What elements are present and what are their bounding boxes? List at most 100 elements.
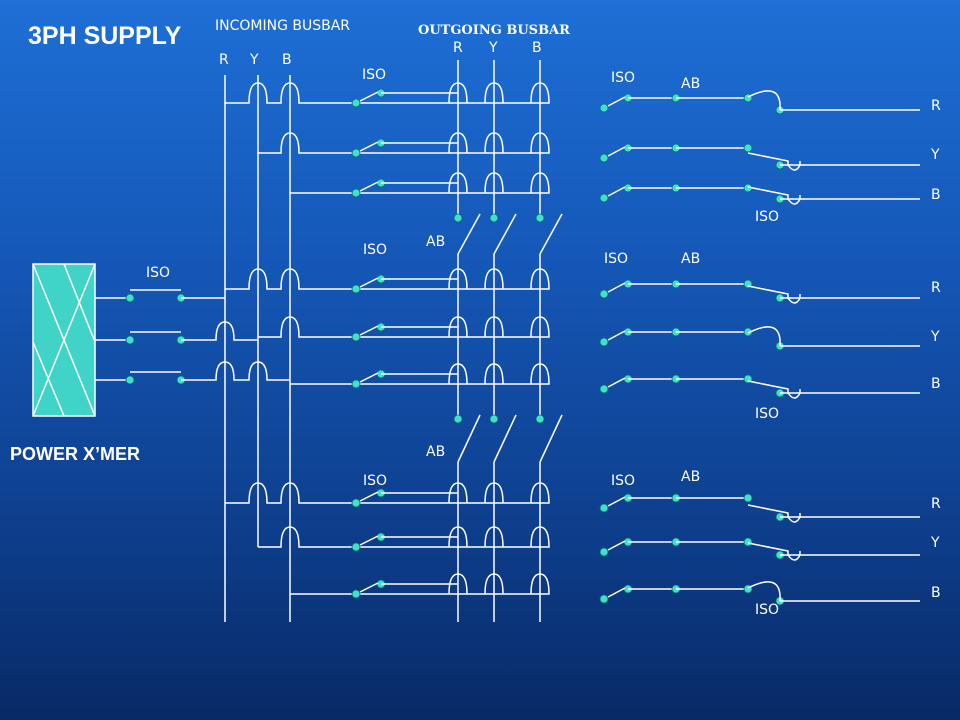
coupler2-node-top-1 [489,414,499,424]
row4-iso-node-a [351,284,361,294]
feeder3-ab-label: AB [681,469,701,485]
row4-out-iso-blade [607,282,626,293]
coupler2-blade-2 [539,414,563,463]
transformer-isolator-label: ISO [146,265,171,281]
row4-out-iso-node-a [599,289,609,299]
feeder2-ab-label: AB [681,251,701,267]
feeder3-phase-b: B [931,585,941,601]
outgoing-busbar-label: OUTGOING BUSBAR [418,23,570,38]
row7-end-hump [747,504,801,523]
incoming-busbar-label: INCOMING BUSBAR [215,18,351,34]
feeder1-phase-r: R [931,98,941,114]
coupler2-blade-0 [457,414,481,463]
row6-out-iso-node-a [599,384,609,394]
row3-out-iso-blade [607,186,626,197]
incoming-phase-y: Y [250,52,259,68]
coupler2-node-top-0 [453,414,463,424]
row1-end-hump [747,90,781,111]
feeder2-phase-b: B [931,376,941,392]
row7-conductor [225,482,550,504]
coupler1-ab-label: AB [426,234,446,250]
row8-out-iso-blade [607,540,626,551]
row4-end-hump [747,285,801,304]
xmer-out-1-iso-node-a [125,335,135,345]
row5-ab-node-b [743,327,753,337]
row9-out-iso-blade [607,587,626,598]
feeder3-out-iso-label: ISO [611,473,636,489]
row6-conductor [290,363,550,385]
xmer-out-1-feed [181,321,258,341]
row1-conductor [225,82,550,104]
transformer-diag-2 [32,263,96,417]
coupler2-ab-label: AB [426,444,446,460]
row2-iso-blade [359,141,379,152]
row2-ab-node-b [743,143,753,153]
feeder3-iso-label: ISO [363,473,388,489]
row3-end-hump [747,186,801,205]
row3-out-iso-node-a [599,193,609,203]
row9-iso-blade [359,582,379,593]
row8-end-hump [747,542,801,561]
feeder3-phase-r: R [931,496,941,512]
row8-out-iso-node-a [599,547,609,557]
row8-iso-blade [359,535,379,546]
coupler1-blade-1 [493,213,517,255]
row2-out-iso-node-a [599,153,609,163]
feeder1-ab-label: AB [681,76,701,92]
row5-out-iso-blade [607,330,626,341]
row3-conductor [290,172,550,194]
feeder1-out-iso-label: ISO [611,70,636,86]
row5-iso-node-a [351,332,361,342]
feeder1-end-iso-label: ISO [755,209,780,225]
coupler1-node-top-2 [535,213,545,223]
xmer-out-2-iso-node-a [125,375,135,385]
xmer-out-2-feed [181,361,290,381]
row8-conductor [258,526,550,548]
transformer-diag-3 [63,263,96,343]
coupler2-node-top-2 [535,414,545,424]
row2-out-iso-blade [607,146,626,157]
row9-iso-node-a [351,589,361,599]
transformer-label: POWER X’MER [10,444,141,464]
page-title: 3PH SUPPLY [28,22,182,50]
row7-iso-node-a [351,498,361,508]
coupler1-blade-2 [539,213,563,255]
row6-end-hump [747,380,801,399]
row3-iso-node-a [351,188,361,198]
incoming-phase-r: R [219,52,229,68]
feeder1-phase-b: B [931,187,941,203]
row5-conductor [258,316,550,338]
xmer-out-0-iso-node-a [125,293,135,303]
row1-iso-node-a [351,98,361,108]
row9-end-hump [747,581,781,602]
feeder2-iso-label: ISO [363,242,388,258]
feeder3-phase-y: Y [931,535,940,551]
row7-ab-node-b [743,493,753,503]
incoming-phase-b: B [282,52,292,68]
feeder2-out-iso-label: ISO [604,251,629,267]
coupler2-blade-1 [493,414,517,463]
row7-out-iso-node-a [599,503,609,513]
row2-iso-node-a [351,148,361,158]
row7-out-iso-blade [607,496,626,507]
feeder2-end-iso-label: ISO [755,406,780,422]
row1-out-iso-blade [607,96,626,107]
row2-end-hump [747,152,801,171]
feeder3-end-iso-label: ISO [755,602,780,618]
outgoing-phase-b: B [532,40,542,56]
row5-end-hump [747,326,781,347]
feeder1-iso-label: ISO [362,67,387,83]
row3-iso-blade [359,181,379,192]
row5-iso-blade [359,325,379,336]
outgoing-phase-r: R [453,40,463,56]
feeder1-phase-y: Y [931,147,940,163]
coupler1-node-top-0 [453,213,463,223]
row1-iso-blade [359,91,379,102]
feeder2-phase-r: R [931,280,941,296]
outgoing-phase-y: Y [489,40,498,56]
coupler1-blade-0 [457,213,481,255]
row4-iso-blade [359,277,379,288]
row5-out-iso-node-a [599,337,609,347]
row9-conductor [290,573,550,595]
coupler1-node-top-1 [489,213,499,223]
